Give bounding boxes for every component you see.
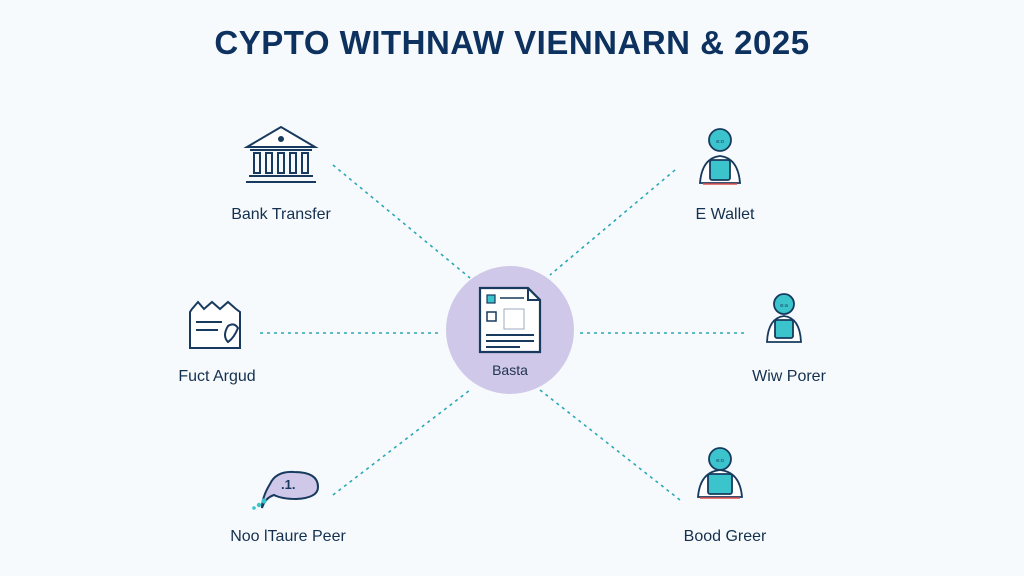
person-icon: e:o: [697, 447, 743, 499]
connector-bood-greer: [539, 389, 681, 501]
node-label-bank-transfer: Bank Transfer: [231, 206, 331, 223]
bank-icon: [243, 125, 319, 183]
page-title: CYPTO WITHNAW VIENNARN & 2025: [214, 24, 810, 61]
speech-bubble-badge: .1.: [281, 477, 296, 492]
speech-bubble-icon: [252, 470, 320, 510]
center-label: Basta: [492, 362, 528, 378]
center-node: [446, 266, 574, 394]
connector-noo-taure-peer: [332, 389, 471, 496]
node-label-bood-greer: Bood Greer: [683, 528, 767, 545]
node-label-e-wallet: E Wallet: [695, 206, 755, 223]
person-icon: e:a: [766, 293, 802, 343]
node-label-wiw-porer: Wiw Porer: [752, 368, 826, 385]
person-icon: e:o: [699, 128, 741, 185]
svg-text:e:o: e:o: [716, 458, 724, 464]
node-label-noo-taure-peer: Noo lTaure Peer: [230, 528, 346, 545]
node-label-fuct-argud: Fuct Argud: [178, 368, 256, 385]
svg-text:e:o: e:o: [716, 139, 724, 145]
connector-e-wallet: [549, 169, 676, 276]
svg-text:e:a: e:a: [780, 303, 788, 309]
document-icon: [478, 286, 542, 354]
connector-bank-transfer: [332, 164, 471, 279]
card-icon: [189, 300, 241, 349]
